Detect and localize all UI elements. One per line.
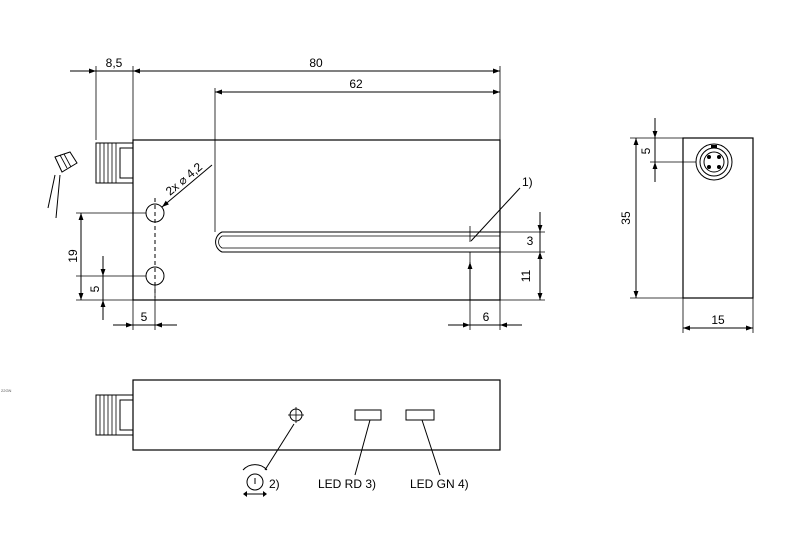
- dim-hole-bottom-5: 5: [88, 285, 102, 292]
- slot-inner-line: [218, 235, 500, 249]
- dim-slot-width-3: 3: [527, 234, 534, 248]
- adjust-knob-icon: [242, 464, 268, 497]
- dim-slot-end-6: 6: [483, 310, 490, 324]
- dim-slot-depth-62: 62: [349, 77, 363, 91]
- led-green: [405, 409, 435, 421]
- cable-plug-icon: [47, 151, 78, 219]
- led-green-label: LED GN 4): [410, 477, 469, 491]
- dim-side-width-15: 15: [711, 313, 725, 327]
- note-2-label: 2): [269, 477, 280, 491]
- margin-watermark: 22GN: [1, 388, 12, 393]
- sensor-housing-front: [132, 139, 501, 301]
- connector-face-icon: [695, 143, 733, 181]
- note-1-label: 1): [522, 175, 533, 189]
- sensor-housing-top: [132, 379, 501, 451]
- fork-slot: [215, 231, 500, 253]
- dim-length-80: 80: [309, 56, 323, 70]
- potentiometer-icon: [288, 407, 304, 423]
- dim-hole-height-19: 19: [66, 249, 80, 263]
- m8-connector-top: [95, 394, 134, 436]
- side-view: 35 5 15: [619, 118, 754, 333]
- led-red: [354, 409, 382, 421]
- m8-connector-front: [95, 142, 134, 184]
- sensor-housing-side: [682, 137, 754, 299]
- dim-side-connector-5: 5: [639, 147, 653, 154]
- dim-side-height-35: 35: [619, 211, 633, 225]
- led-red-label: LED RD 3): [318, 477, 376, 491]
- top-view: 2) LED RD 3) LED GN 4): [95, 379, 501, 497]
- dim-connector-8-5: 8,5: [106, 56, 123, 70]
- dim-hole-side-5: 5: [141, 310, 148, 324]
- front-view: 80 8,5 62 19 5 5 2x ⌀ 4,2 1) 3: [47, 56, 545, 330]
- dim-slot-bottom-11: 11: [519, 269, 533, 282]
